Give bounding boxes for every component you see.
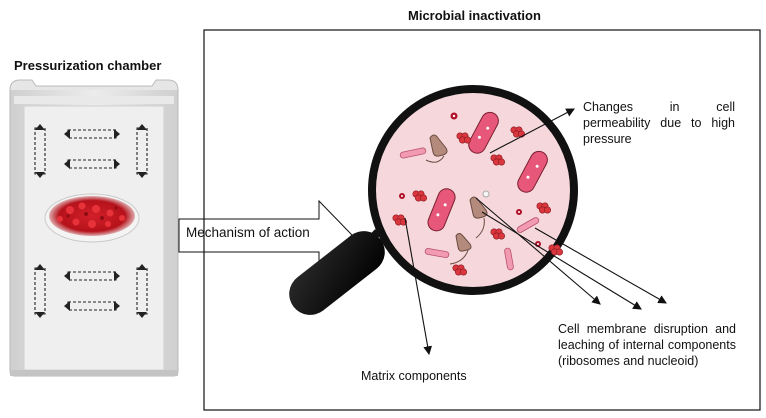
pressurization-chamber	[9, 79, 179, 377]
annotation-arrows	[404, 108, 667, 356]
bacteria-pink	[427, 111, 548, 232]
matrix-clusters	[392, 126, 564, 276]
mechanism-arrow-label: Mechanism of action	[186, 225, 310, 240]
magnifier-handle	[289, 229, 385, 315]
pressurization-chamber-title: Pressurization chamber	[14, 58, 162, 73]
microbial-panel-frame	[203, 29, 761, 411]
microbial-inactivation-title: Microbial inactivation	[408, 8, 541, 23]
released-components	[399, 112, 541, 247]
membrane-disruption-annotation: Cell membrane disruption and leaching of…	[558, 322, 736, 368]
permeability-annotation: Changes in cell permeability due to high…	[583, 100, 735, 146]
food-dish	[44, 193, 140, 243]
matrix-striped-rods	[399, 147, 540, 271]
matrix-components-annotation: Matrix components	[361, 369, 467, 383]
magnifier-lens	[368, 85, 578, 295]
